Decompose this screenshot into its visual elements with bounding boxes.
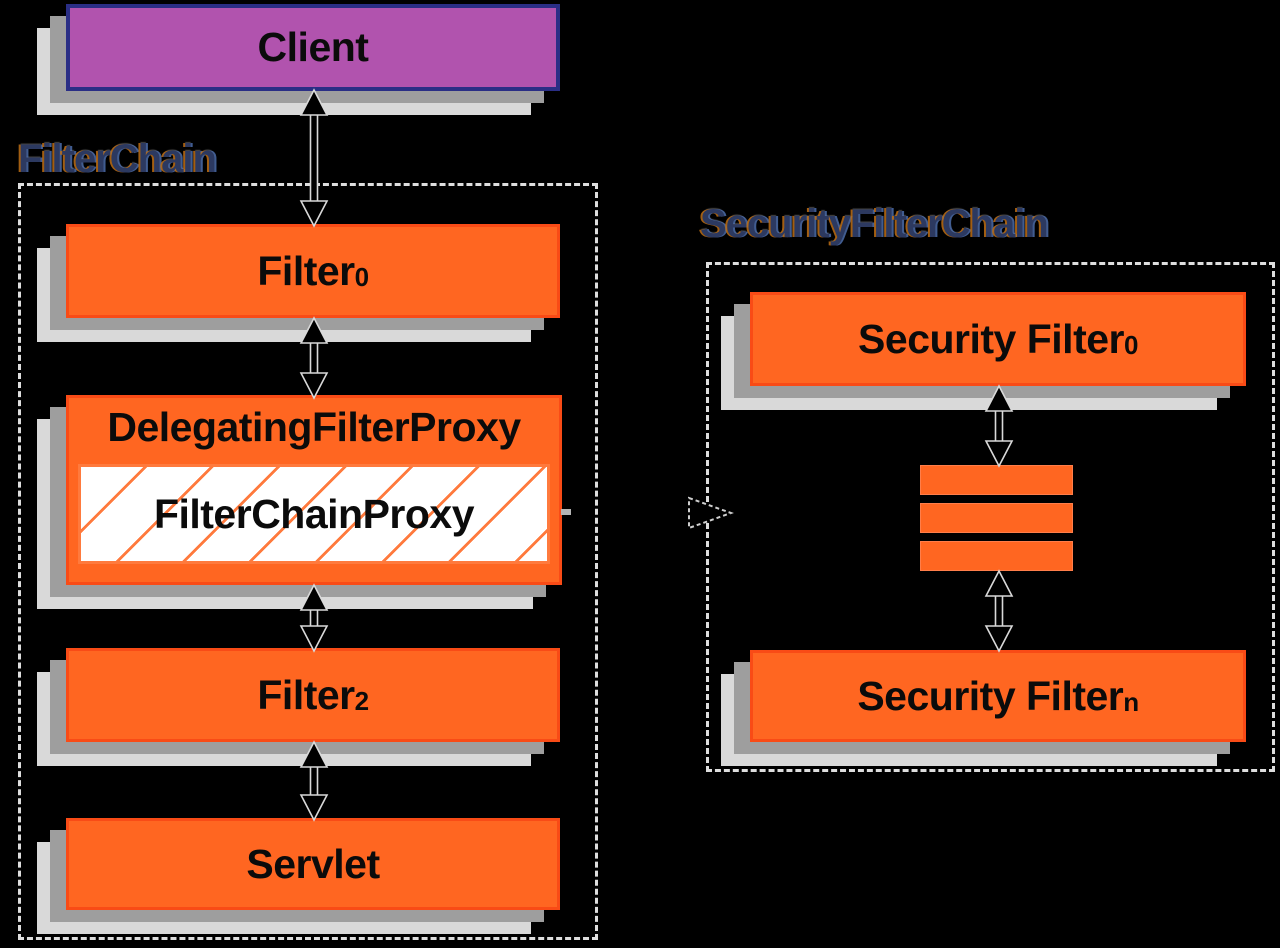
connector-start-tick	[561, 509, 571, 515]
ellipsis-bar	[920, 465, 1073, 495]
ellipsis-bar	[920, 541, 1073, 571]
client-box: Client	[66, 4, 560, 91]
bidirectional-arrow-icon	[299, 740, 329, 822]
servlet-label: Servlet	[246, 840, 380, 887]
security-filtern-label: Security Filter	[857, 672, 1124, 719]
filter-chain-proxy-box: FilterChainProxy	[78, 464, 550, 564]
bidirectional-arrow-icon	[984, 384, 1014, 468]
delegating-filter-proxy-box: DelegatingFilterProxy FilterChainProxy	[66, 395, 562, 585]
filter0-label: Filter	[257, 247, 355, 294]
filter-chain-proxy-label: FilterChainProxy	[153, 490, 475, 537]
bidirectional-arrow-icon	[984, 569, 1014, 653]
bidirectional-arrow-icon	[299, 583, 329, 653]
filterchain-container	[18, 183, 598, 940]
ellipsis-bar	[920, 503, 1073, 533]
filterchain-title: FilterChain	[18, 137, 217, 181]
delegating-filter-proxy-label: DelegatingFilterProxy	[107, 404, 521, 450]
client-label: Client	[257, 24, 369, 70]
bidirectional-arrow-icon	[299, 316, 329, 400]
filter2-label: Filter	[257, 671, 355, 718]
security-filter0-label: Security Filter	[858, 315, 1124, 362]
servlet-box: Servlet	[66, 818, 560, 910]
securityfilterchain-title: SecurityFilterChain	[700, 202, 1049, 246]
bidirectional-arrow-icon	[299, 88, 329, 228]
connector-arrowhead-icon	[688, 496, 734, 530]
